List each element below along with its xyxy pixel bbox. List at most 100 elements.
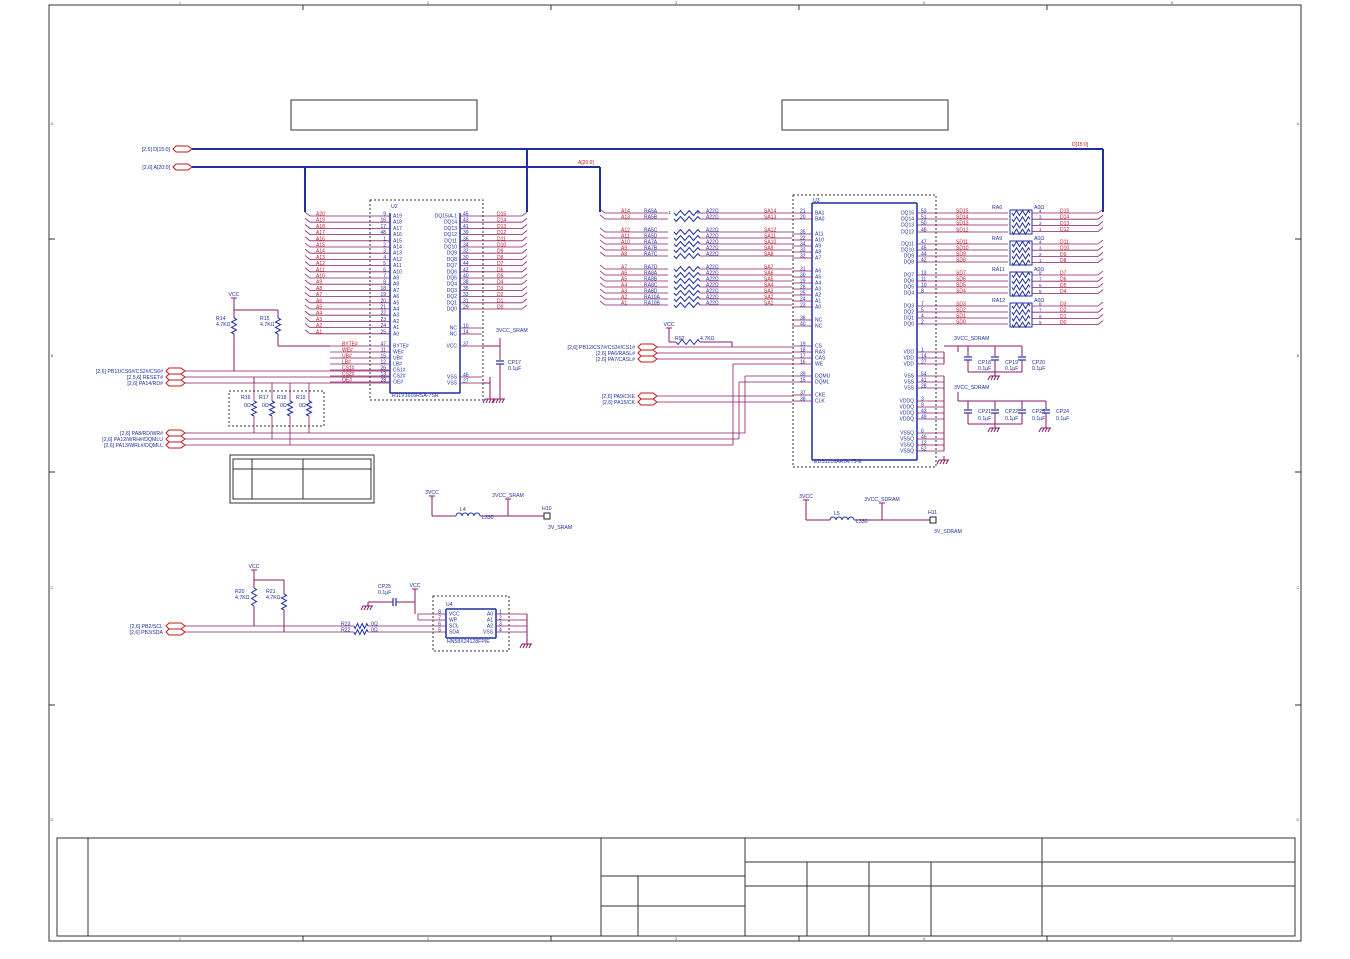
u3-pin-number: 52 xyxy=(921,447,927,453)
rpack-d-resistor xyxy=(1011,246,1031,254)
u3-pin-name: A0 xyxy=(815,305,821,311)
u3-pin-number: 42 xyxy=(921,258,927,264)
u2-pin-name: VSS xyxy=(447,381,458,387)
a-bus-port xyxy=(172,163,193,171)
sdram-ground xyxy=(1038,427,1042,433)
u4-pin-name: SCL xyxy=(449,624,459,630)
u2-pin-name: A12 xyxy=(393,257,402,263)
u3-pin-number: 40 xyxy=(800,322,806,328)
u3-pin-number: 2 xyxy=(921,320,924,326)
sdram-addr-signal: SA7 xyxy=(764,265,774,271)
bus-entry xyxy=(599,214,606,220)
rpack-value: A22Ω xyxy=(706,289,719,295)
i2c-port xyxy=(165,628,186,636)
u2-data-signal: D14 xyxy=(497,218,506,224)
u2-control-signal: WE# xyxy=(342,348,353,354)
u3-pin-name: VSS xyxy=(904,380,915,386)
rpack-ref: RA7A xyxy=(644,240,658,246)
u3-pin-name: VDDQ xyxy=(900,411,915,417)
u2-ground xyxy=(491,398,495,404)
rpack-ref: RA7B xyxy=(644,246,658,252)
rpack-resistor xyxy=(673,289,701,297)
sdram-addr-signal: SA4 xyxy=(764,283,774,289)
rpack-d-pin: 1 xyxy=(1039,227,1042,232)
u2-pin-number: 10 xyxy=(463,324,469,330)
r15-resistor xyxy=(274,317,282,335)
u3-pin-number: 9 xyxy=(921,403,924,409)
u3-pin-name: A2 xyxy=(815,293,821,299)
rpack-resistor xyxy=(673,265,701,273)
u3-pin-name: DQ0 xyxy=(904,322,915,328)
rpack-ref: RA8C xyxy=(644,283,658,289)
u2-ground xyxy=(485,398,489,404)
u3-pin-number: 26 xyxy=(800,285,806,291)
u3-pin-number: 34 xyxy=(800,242,806,248)
u3-pin-number: 13 xyxy=(921,271,927,277)
sdram-cap-ref: CP20 xyxy=(1032,360,1045,366)
u3-pin-number: 41 xyxy=(921,378,927,384)
bus-entry xyxy=(599,233,606,239)
sd-data-signal: SD1 xyxy=(956,314,966,320)
u3-pin-name: DQ12 xyxy=(901,230,914,236)
u2-control-signal: UB# xyxy=(342,354,352,360)
u3-pin-number: 46 xyxy=(921,435,927,441)
u2-pin-number: 16 xyxy=(380,218,386,224)
data-signal: D6 xyxy=(1060,277,1067,283)
bus-entry xyxy=(521,236,528,242)
sdram-addr-signal: SA3 xyxy=(764,289,774,295)
u2-part: R1LV1616RSA-7SR xyxy=(392,393,439,399)
u4-pin-name: VCC xyxy=(449,612,460,618)
rpack-d-value: A0Ω xyxy=(1034,236,1044,242)
u2-pin-number: 24 xyxy=(380,323,386,329)
u2-pin-name: UB# xyxy=(393,356,403,362)
bus-entry xyxy=(599,282,606,288)
rpack-value: A22Ω xyxy=(706,240,719,246)
rpack-value: A22Ω xyxy=(706,252,719,258)
rpack-d-body xyxy=(1009,271,1033,297)
test-point-label: 3V_SRAM xyxy=(548,525,572,531)
u4-pin-name: VSS xyxy=(483,630,494,636)
r21-value: 4.7KΩ xyxy=(266,595,281,601)
sdram-cap-ref: CP24 xyxy=(1056,409,1069,415)
series-resistor xyxy=(268,400,276,417)
bus-entry xyxy=(521,292,528,297)
u4-pin-number: 5 xyxy=(438,628,441,634)
cp17-ground xyxy=(498,398,502,404)
rpack-d-pin: 4 xyxy=(1039,209,1042,214)
u2-pin-number: 23 xyxy=(380,317,386,323)
u3-pin-name: NC xyxy=(815,324,823,330)
u3-pin-name: RAS xyxy=(815,350,826,356)
u2-ref: U2 xyxy=(391,204,398,210)
bus-entry xyxy=(1097,245,1104,251)
test-point xyxy=(929,516,937,524)
bus-entry xyxy=(599,245,606,251)
bus-entry xyxy=(304,279,311,285)
u4-vcc: VCC xyxy=(410,583,421,589)
frame-row-label: C xyxy=(51,585,54,590)
rpack-d-body xyxy=(1009,240,1033,266)
u2-data-signal: D4 xyxy=(497,280,504,286)
rpack-resistor xyxy=(673,240,701,248)
rpack-value: A22Ω xyxy=(706,277,719,283)
u2-pin-name: VSS xyxy=(447,375,458,381)
bus-entry xyxy=(1097,307,1104,313)
filter-vin: 3VCC xyxy=(425,490,439,496)
bus-entry xyxy=(599,239,606,245)
u4-ground xyxy=(525,643,529,649)
u2-pin-name: A3 xyxy=(393,313,399,319)
u2-pin-number: 29 xyxy=(463,305,469,311)
u3-pin-name: VSS xyxy=(904,386,915,392)
inductor xyxy=(455,512,481,517)
u3-pin-number: 48 xyxy=(921,228,927,234)
u2-pin-name: A5 xyxy=(393,300,399,306)
i2c-series-resistor xyxy=(353,628,369,636)
sdram-clk-port xyxy=(637,392,658,400)
rpack-value: A22Ω xyxy=(706,215,719,221)
u2-control-signal: BYTE# xyxy=(342,342,358,348)
u2-control-signal: LB# xyxy=(342,360,351,366)
u2-pin-number: 1 xyxy=(383,236,386,242)
bus-entry xyxy=(521,286,528,291)
u3-pin-number: 25 xyxy=(800,291,806,297)
rpack-d-resistor xyxy=(1011,308,1031,316)
sram-ctrl-port: [2,6] PA14/RD# xyxy=(127,381,163,387)
